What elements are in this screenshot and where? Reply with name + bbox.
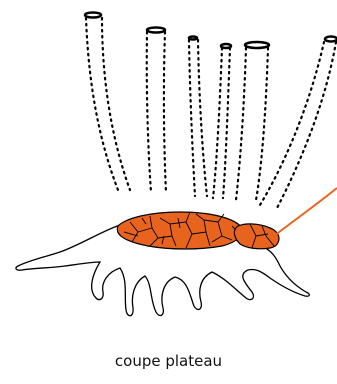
cluster-outline bbox=[117, 212, 242, 249]
opening-2 bbox=[147, 28, 165, 33]
orange-cluster bbox=[117, 212, 242, 249]
tube-2b bbox=[164, 32, 166, 192]
tube-4b bbox=[223, 48, 230, 198]
tube-5 bbox=[236, 48, 246, 200]
orange-segment-right bbox=[234, 224, 279, 249]
caption: coupe plateau bbox=[0, 352, 337, 370]
dotted-tubes bbox=[86, 18, 336, 210]
opening-1 bbox=[85, 13, 101, 18]
tube-2 bbox=[147, 32, 151, 192]
tube-6b bbox=[276, 42, 336, 210]
tube-openings bbox=[85, 13, 337, 49]
tube-3b bbox=[198, 40, 207, 196]
tube-3 bbox=[189, 40, 195, 196]
tube-4 bbox=[213, 48, 222, 198]
opening-3 bbox=[189, 37, 197, 40]
opening-6 bbox=[325, 37, 337, 42]
opening-5 bbox=[245, 42, 269, 48]
tube-5b bbox=[256, 48, 268, 200]
opening-4 bbox=[221, 44, 231, 48]
tube-1b bbox=[102, 18, 130, 190]
